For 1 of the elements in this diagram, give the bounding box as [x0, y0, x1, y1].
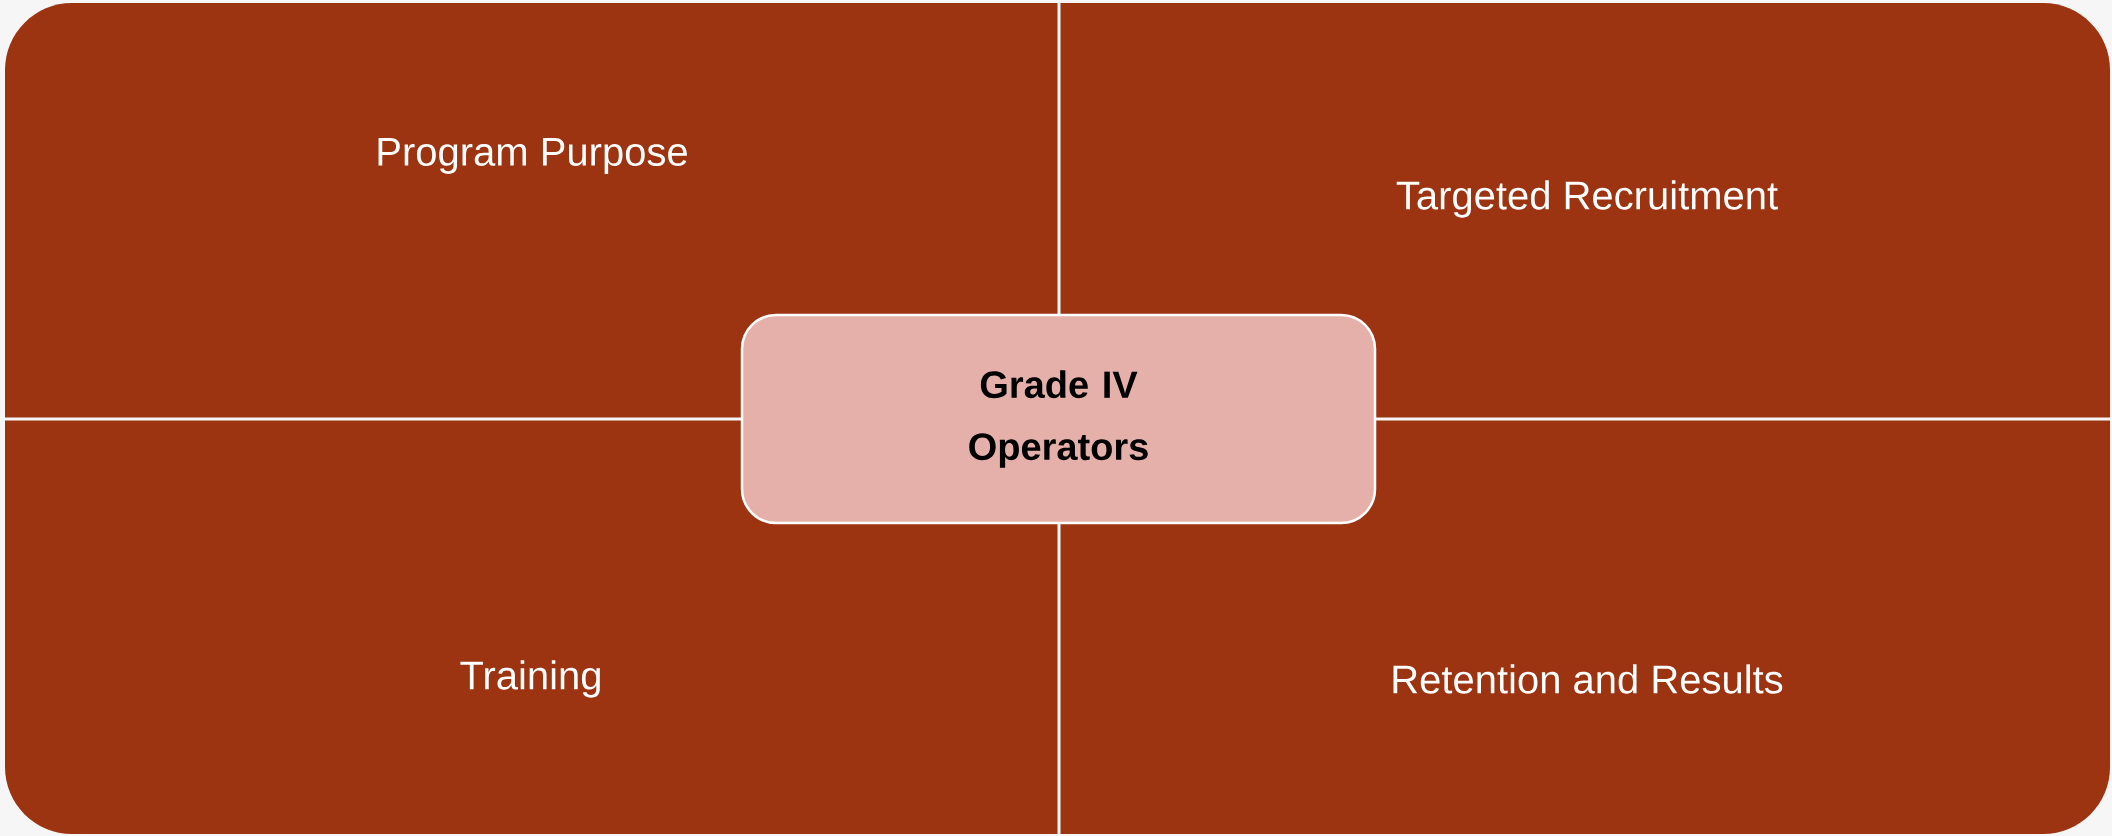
- center-box: Grade IV Operators: [740, 313, 1377, 525]
